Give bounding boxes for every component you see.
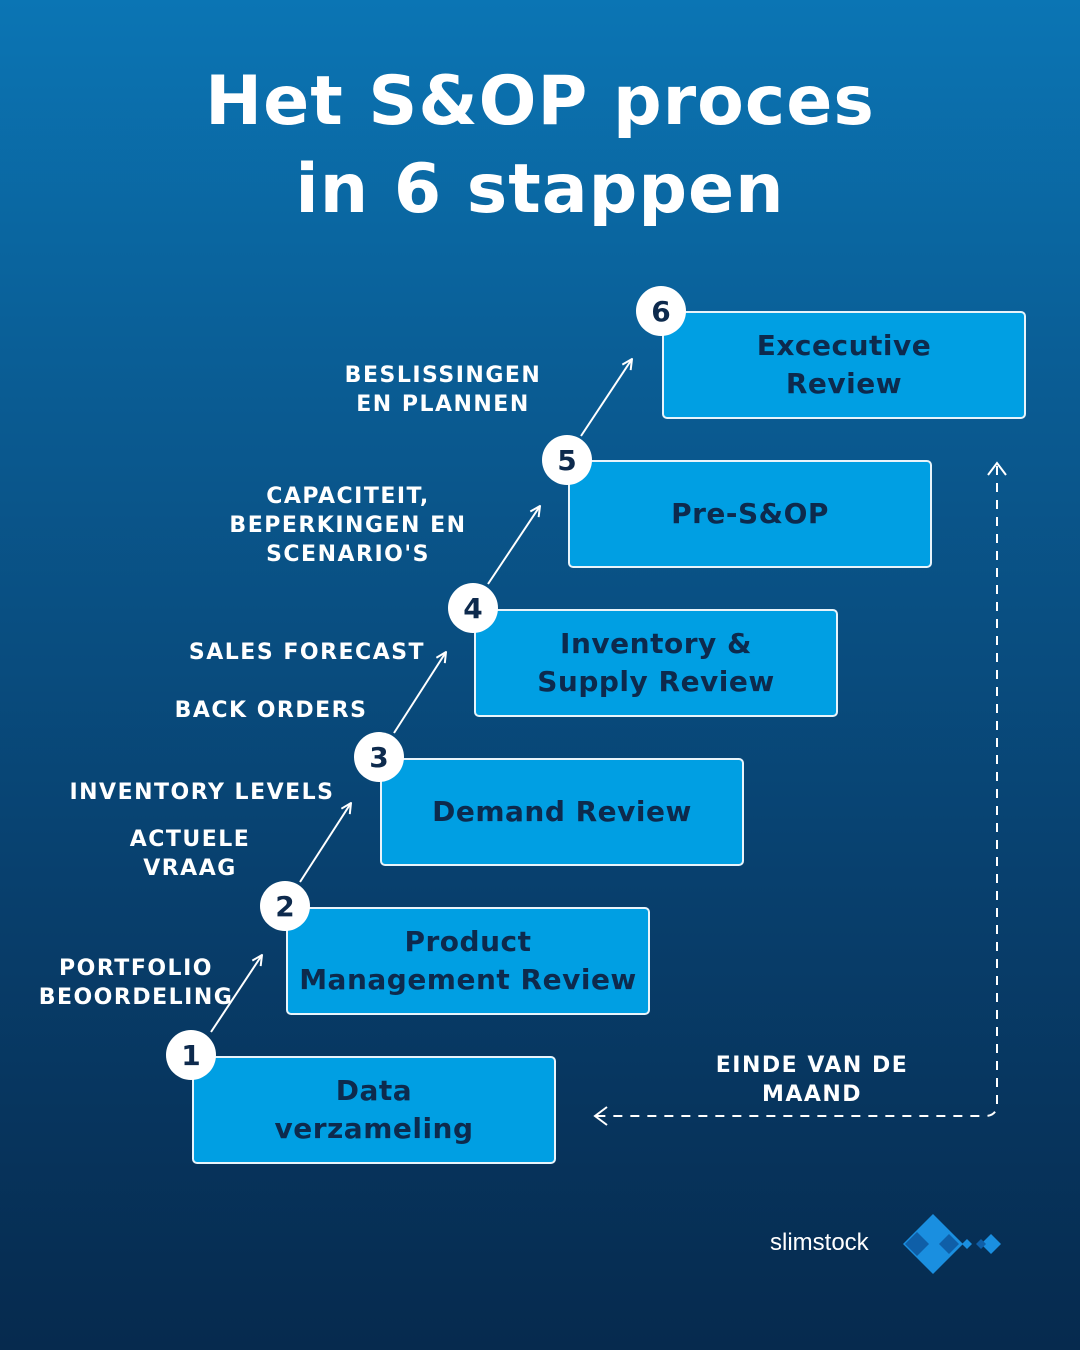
loop-arrowhead-left — [593, 1106, 608, 1126]
annotation-capaciteit: CAPACITEIT, BEPERKINGEN EN SCENARIO'S — [229, 484, 467, 567]
step-label-4: Inventory & Supply Review — [537, 627, 775, 698]
step-box-1: Data verzameling — [192, 1056, 556, 1164]
annotation-back-orders: BACK ORDERS — [174, 698, 368, 723]
step-label-6: Excecutive Review — [756, 329, 932, 400]
step-label-2: Product Management Review — [299, 925, 637, 996]
loop-back-arrow — [596, 466, 998, 1117]
step-box-2: Product Management Review — [286, 907, 650, 1015]
loop-arrowhead-up — [987, 461, 1007, 476]
page-title: Het S&OP proces in 6 stappen — [0, 58, 1080, 234]
step-label-3: Demand Review — [432, 795, 692, 828]
step-number-2: 2 — [260, 881, 310, 931]
step-number-3: 3 — [354, 732, 404, 782]
logo-diamond-icon — [903, 1214, 1001, 1274]
annotation-portfolio: PORTFOLIO BEOORDELING — [38, 956, 234, 1010]
step-number-5: 5 — [542, 435, 592, 485]
annotation-actuele-vraag: ACTUELE VRAAG — [129, 827, 251, 881]
arrow-step-5-to-6 — [580, 359, 632, 437]
annotation-sales-forecast: SALES FORECAST — [188, 640, 426, 665]
title-line-1: Het S&OP proces — [205, 62, 875, 141]
step-box-3: Demand Review — [380, 758, 744, 866]
slimstock-logo: slimstock — [770, 1212, 1020, 1282]
arrow-step-1-to-2 — [210, 955, 262, 1033]
step-label-1: Data verzameling — [274, 1074, 474, 1145]
logo-wordmark: slimstock — [770, 1229, 869, 1256]
step-number-4: 4 — [448, 583, 498, 633]
arrow-step-2-to-3 — [299, 803, 351, 883]
annotation-inventory-levels: INVENTORY LEVELS — [69, 780, 335, 805]
annotation-einde-maand: EINDE VAN DE MAAND — [715, 1053, 909, 1107]
title-line-2: in 6 stappen — [295, 150, 785, 229]
step-box-6: Excecutive Review — [662, 311, 1026, 419]
step-label-5: Pre-S&OP — [671, 497, 829, 530]
step-number-1: 1 — [166, 1030, 216, 1080]
arrow-step-3-to-4 — [393, 652, 446, 734]
step-box-5: Pre-S&OP — [568, 460, 932, 568]
annotation-beslissingen: BESLISSINGEN EN PLANNEN — [344, 363, 542, 417]
arrow-step-4-to-5 — [487, 506, 540, 585]
step-box-4: Inventory & Supply Review — [474, 609, 838, 717]
step-number-6: 6 — [636, 286, 686, 336]
